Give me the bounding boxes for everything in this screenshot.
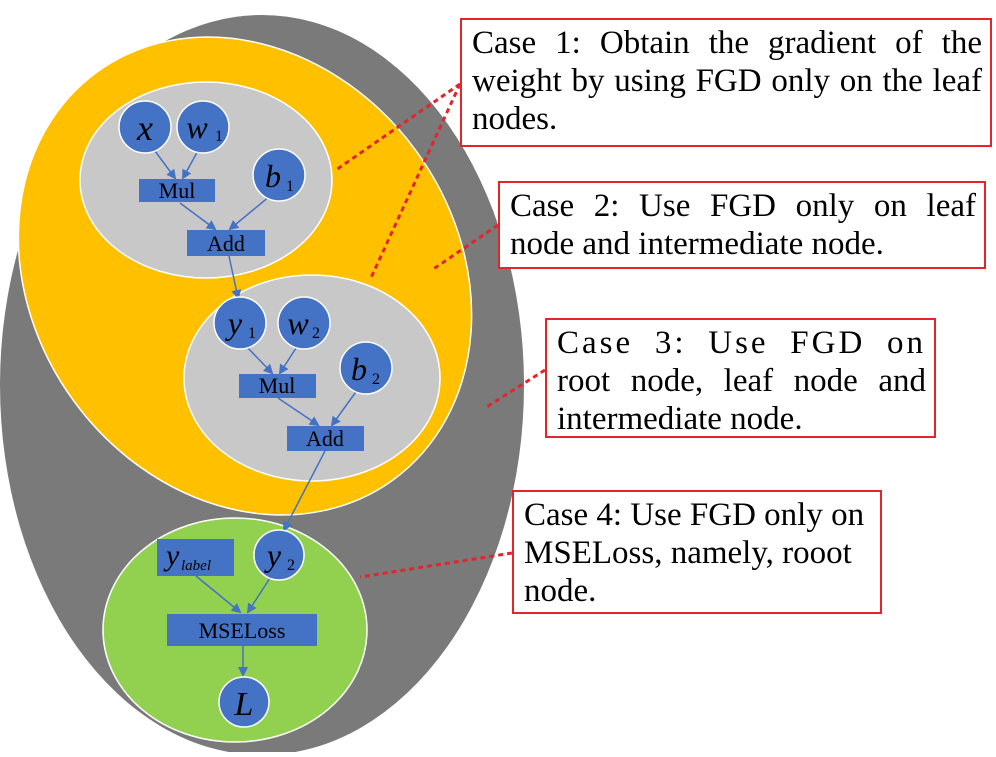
op-add2-label: Add	[306, 426, 344, 451]
node-ylabel-label: y	[163, 539, 180, 572]
op-mseloss: MSELoss	[167, 614, 317, 646]
node-ylabel-sub: label	[181, 558, 211, 574]
edge-x-mul1	[151, 146, 177, 180]
node-y1: y 1	[213, 296, 267, 350]
leader-case2	[431, 223, 499, 272]
node-y1-label: y	[225, 305, 243, 341]
edge-add1-y1	[228, 255, 242, 300]
node-x-label: x	[136, 108, 153, 148]
node-L: L	[218, 676, 270, 728]
node-w2: w 2	[277, 296, 331, 350]
edge-y1-mul2	[244, 344, 274, 375]
edges	[151, 146, 359, 677]
node-b2-label: b	[351, 351, 367, 387]
edge-y2-mse	[246, 577, 271, 614]
edge-ylabel-mse	[195, 575, 242, 614]
op-mul2: Mul	[239, 373, 316, 398]
op-add1-label: Add	[207, 231, 245, 256]
node-y1-sub: 1	[248, 325, 256, 342]
case2-callout: Case 2: Use FGD only on leaf node and in…	[498, 181, 986, 269]
case3-text-rest: root node, leaf node and intermediate no…	[557, 363, 926, 437]
node-L-label: L	[234, 686, 254, 723]
case1-callout: Case 1: Obtain the gradient of the weigh…	[460, 18, 992, 147]
node-b2: b 2	[339, 341, 393, 395]
op-mul1-label: Mul	[159, 178, 196, 203]
node-w1-sub: 1	[215, 128, 223, 145]
edge-mul1-add1	[179, 202, 217, 231]
node-b1-sub: 1	[286, 178, 294, 195]
case3-text-line1: Case 3: Use FGD on	[557, 325, 926, 361]
node-y2-label: y	[264, 537, 282, 573]
node-y2: y 2	[253, 529, 305, 581]
node-x: x	[118, 100, 172, 154]
leader-case1-a	[335, 82, 461, 172]
node-w2-sub: 2	[312, 325, 320, 342]
op-mseloss-label: MSELoss	[199, 618, 286, 643]
node-b1: b 1	[252, 148, 306, 202]
case1-text: Case 1: Obtain the gradient of the weigh…	[472, 25, 982, 137]
node-w2-label: w	[287, 305, 309, 341]
node-b1-label: b	[265, 158, 281, 194]
case4-callout: Case 4: Use FGD only on MSELoss, namely,…	[512, 490, 882, 614]
edge-add2-y2	[283, 450, 326, 532]
op-add2: Add	[287, 426, 364, 451]
edge-w2-mul2	[278, 344, 299, 375]
op-add1: Add	[187, 230, 265, 256]
leader-case3	[484, 368, 546, 410]
leader-case4	[359, 551, 513, 579]
case2-text: Case 2: Use FGD only on leaf node and in…	[510, 188, 976, 262]
edge-b1-add1	[228, 195, 271, 231]
op-mul1: Mul	[139, 178, 215, 203]
node-w1: w 1	[176, 100, 230, 154]
node-y2-sub: 2	[287, 557, 295, 574]
node-w1-label: w	[186, 109, 208, 145]
node-b2-sub: 2	[372, 371, 380, 388]
node-ylabel: y label	[157, 539, 234, 576]
op-mul2-label: Mul	[259, 373, 296, 398]
case4-text: Case 4: Use FGD only on MSELoss, namely,…	[524, 497, 865, 609]
case3-callout: Case 3: Use FGD on root node, leaf node …	[545, 318, 936, 438]
leader-lines	[335, 82, 546, 579]
edge-b2-add2	[330, 388, 359, 427]
edge-mul2-add2	[277, 397, 320, 427]
